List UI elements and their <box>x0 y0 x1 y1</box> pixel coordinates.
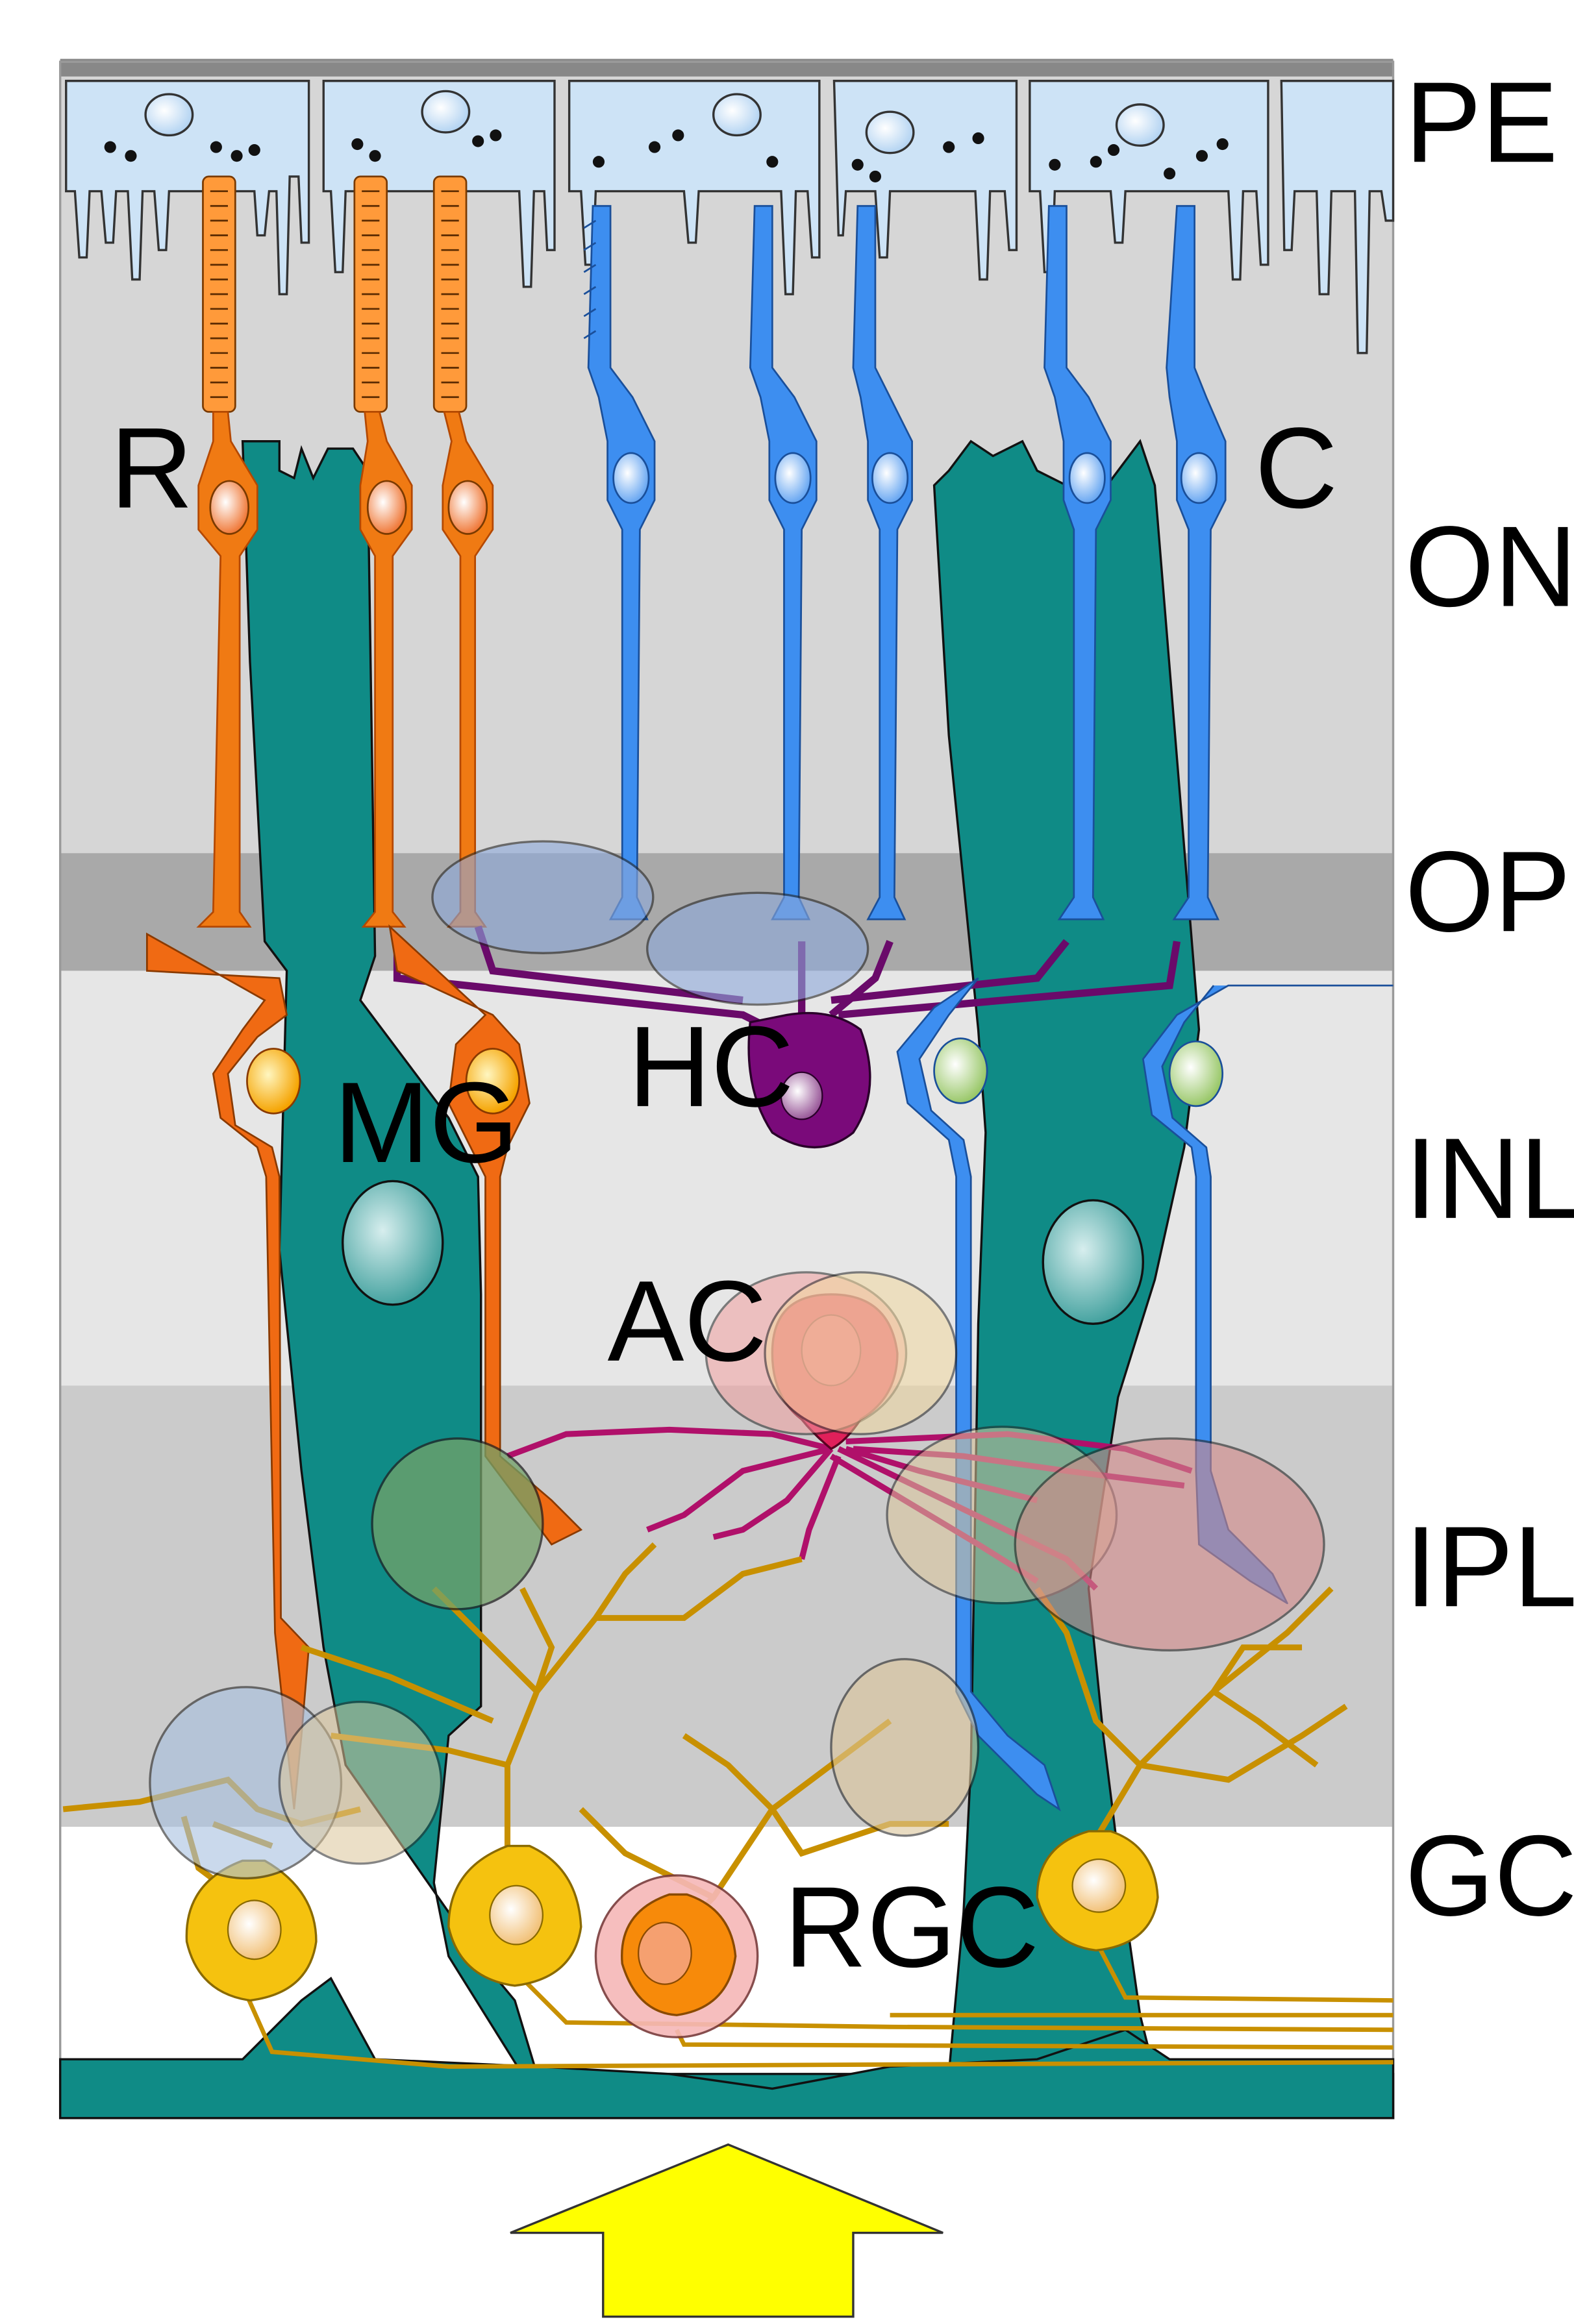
opl-highlight <box>431 840 655 954</box>
rod-nucleus <box>209 480 250 535</box>
rod-nucleus <box>447 480 488 535</box>
cone-photoreceptors <box>583 204 1227 921</box>
pe-cell <box>65 79 310 295</box>
melanin-granules <box>104 129 1229 182</box>
cone-nucleus <box>1180 452 1218 504</box>
layer-label-opl: OPL <box>1405 828 1574 956</box>
layer-label-pe: PE <box>1405 58 1558 186</box>
muller-glia-label: MG <box>334 1059 519 1187</box>
cone-nucleus <box>612 452 650 504</box>
muller-nucleus <box>342 1180 444 1306</box>
pe-nucleus <box>1115 103 1165 147</box>
rod-bipolar-nucleus <box>465 1048 520 1115</box>
pe-nucleus <box>144 93 194 137</box>
arrow-up-icon <box>510 2143 943 2318</box>
layer-label-ipl: IPL <box>1405 1503 1574 1631</box>
opl-highlight <box>646 891 869 1006</box>
gcl-highlight <box>278 1700 443 1865</box>
cone-cell <box>1043 204 1112 921</box>
rod-cell <box>432 175 494 928</box>
cone-label: C <box>1255 404 1338 532</box>
rgc-nucleus <box>638 1922 692 1985</box>
ipl-highlight <box>1014 1437 1325 1651</box>
rod-label: R <box>110 404 194 532</box>
ganglion-cells <box>62 1542 1393 2069</box>
rod-cell <box>353 175 413 928</box>
rod-cell <box>196 175 258 928</box>
pe-cell <box>568 79 821 295</box>
muller-nucleus <box>1042 1199 1145 1325</box>
cone-nucleus <box>871 452 909 504</box>
rod-bipolar-nucleus <box>246 1048 301 1115</box>
cone-nucleus <box>1068 452 1106 504</box>
ipl-highlight <box>830 1658 980 1837</box>
rod-nucleus <box>366 480 407 535</box>
layer-label-onl: ONL <box>1405 503 1574 631</box>
muller-cell-left <box>58 439 1395 2120</box>
pe-nucleus <box>865 110 915 155</box>
cone-cell <box>852 204 913 921</box>
rod-photoreceptors <box>196 175 494 928</box>
ganglion-cell-label: RGC <box>784 1863 1039 1991</box>
cell-labels: R C HC MG AC RGC <box>110 404 1338 1992</box>
rod-bipolar-cells <box>146 924 583 1810</box>
cone-bipolar-nucleus <box>1168 1040 1224 1107</box>
cone-bipolar-nucleus <box>933 1037 988 1104</box>
pe-cell <box>1029 79 1269 281</box>
ganglion-nucleus <box>227 1899 282 1960</box>
cone-nucleus <box>774 452 812 504</box>
ganglion-nucleus <box>1071 1858 1127 1913</box>
ipl-highlight <box>371 1437 544 1611</box>
horizontal-nucleus <box>780 1071 823 1120</box>
horizontal-cell-label: HC <box>628 1003 793 1131</box>
pe-nucleus <box>712 93 762 137</box>
muller-foot <box>58 1976 1395 2120</box>
cone-cell <box>1166 204 1227 921</box>
ac-highlight <box>764 1271 958 1435</box>
pe-cell <box>1280 79 1395 354</box>
cone-cell <box>749 204 818 921</box>
ipl-highlight <box>371 1437 544 1611</box>
pe-nucleus <box>421 90 471 134</box>
cone-cell <box>583 204 656 921</box>
layer-label-gcl: GCL <box>1405 1812 1574 1940</box>
ganglion-nucleus <box>489 1885 544 1946</box>
muller-glia <box>58 439 1395 2120</box>
layer-labels: PE ONL OPL INL IPL GCL <box>1405 58 1574 1940</box>
layer-label-inl: INL <box>1405 1115 1574 1242</box>
amacrine-cell-label: AC <box>608 1257 768 1385</box>
synapse-highlights <box>149 840 1325 1880</box>
